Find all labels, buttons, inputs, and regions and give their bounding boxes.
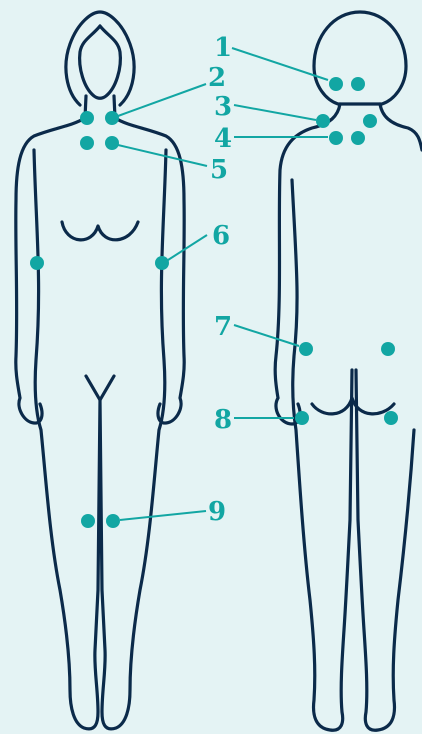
front-point-5-left: [80, 136, 94, 150]
back-point-7-left: [299, 342, 313, 356]
label-3: 3: [214, 92, 232, 122]
label-4: 4: [214, 124, 232, 154]
front-point-2-left: [80, 111, 94, 125]
front-point-9-left: [81, 514, 95, 528]
back-point-3-right: [363, 114, 377, 128]
leader-7: [234, 325, 299, 346]
label-9: 9: [208, 497, 226, 527]
back-point-8-left: [295, 411, 309, 425]
number-labels: 1 2 3 4 5 6 7 8 9: [208, 33, 232, 527]
label-7: 7: [214, 312, 232, 342]
label-5: 5: [210, 155, 228, 185]
front-face-outline: [80, 26, 121, 98]
front-point-2-right: [105, 111, 119, 125]
front-point-9-right: [106, 514, 120, 528]
label-2: 2: [208, 63, 226, 93]
back-point-4-right: [351, 131, 365, 145]
back-body-figure: [275, 12, 422, 730]
label-8: 8: [214, 405, 232, 435]
front-point-6-right: [155, 256, 169, 270]
back-point-1-right: [351, 77, 365, 91]
back-point-7-right: [381, 342, 395, 356]
front-body-figure: [16, 12, 184, 729]
leader-3: [234, 105, 316, 120]
back-point-4-left: [329, 131, 343, 145]
front-pelvis-outline: [86, 376, 114, 400]
front-point-5-right: [105, 136, 119, 150]
leader-6: [168, 235, 207, 260]
label-6: 6: [212, 221, 230, 251]
front-chest-outline: [62, 222, 138, 240]
back-point-8-right: [384, 411, 398, 425]
leader-5: [118, 145, 207, 166]
front-point-6-left: [30, 256, 44, 270]
leader-9: [120, 511, 206, 520]
front-torso-outline: [16, 96, 184, 729]
label-1: 1: [214, 33, 232, 63]
back-point-1-left: [329, 77, 343, 91]
back-point-3-left: [316, 114, 330, 128]
